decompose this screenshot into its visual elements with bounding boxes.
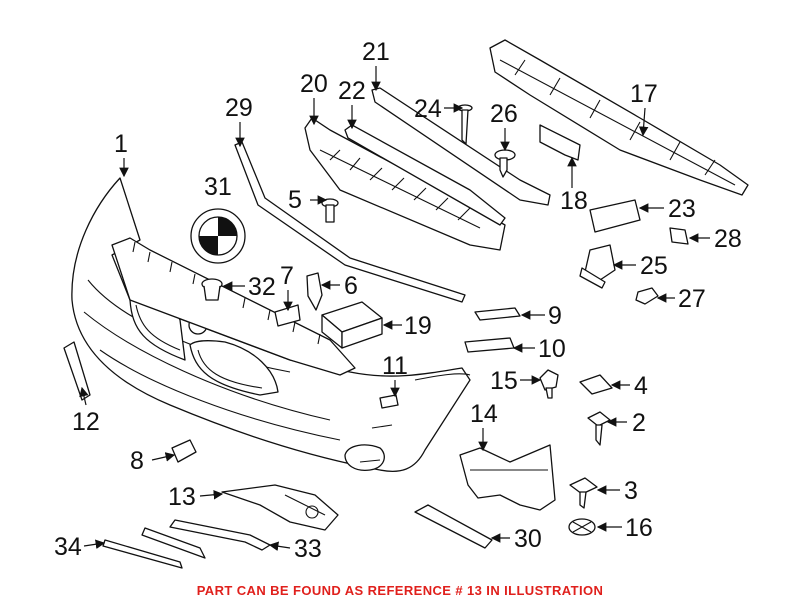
callout-24: 24 <box>414 95 442 123</box>
callout-34: 34 <box>54 533 82 561</box>
emblem-part <box>190 208 246 264</box>
screw-2 <box>587 411 611 446</box>
callout-27: 27 <box>678 285 706 313</box>
strip-33b <box>141 527 206 559</box>
fog-grille-13 <box>221 484 339 531</box>
callout-16: 16 <box>625 514 653 542</box>
bumper-reinforcement <box>489 39 749 196</box>
clip-32 <box>201 278 223 301</box>
callout-13: 13 <box>168 483 196 511</box>
callout-9: 9 <box>548 302 562 330</box>
nut-16 <box>568 518 596 536</box>
molding-29 <box>234 141 466 303</box>
callout-6: 6 <box>344 272 358 300</box>
reflector-12 <box>63 341 91 401</box>
callout-26: 26 <box>490 100 518 128</box>
bracket-18 <box>539 124 581 161</box>
strip-9 <box>474 307 521 321</box>
callout-3: 3 <box>624 477 638 505</box>
callout-19: 19 <box>404 312 432 340</box>
callout-28: 28 <box>714 225 742 253</box>
callout-4: 4 <box>634 372 648 400</box>
strip-33 <box>169 519 271 551</box>
callout-7: 7 <box>280 262 294 290</box>
screw-26 <box>494 149 516 178</box>
bolt-24 <box>457 104 473 145</box>
clip-27 <box>635 287 659 305</box>
trim-strip-22 <box>344 124 506 226</box>
callout-15: 15 <box>490 367 518 395</box>
leader-lines <box>79 66 710 551</box>
module-19 <box>321 301 383 349</box>
screw-3 <box>569 477 598 509</box>
bracket-23 <box>589 199 641 233</box>
callout-2: 2 <box>632 409 646 437</box>
trim-strip-21 <box>371 87 551 206</box>
callout-20: 20 <box>300 70 328 98</box>
callout-22: 22 <box>338 77 366 105</box>
nut-15 <box>539 369 559 399</box>
callout-1: 1 <box>114 130 128 158</box>
callout-11: 11 <box>382 352 408 380</box>
callout-10: 10 <box>538 335 566 363</box>
callout-5: 5 <box>288 186 302 214</box>
reference-caption: PART CAN BE FOUND AS REFERENCE # 13 IN I… <box>196 583 604 598</box>
arch-liner-14 <box>459 444 556 511</box>
clip-11 <box>379 394 399 409</box>
callout-18: 18 <box>560 187 588 215</box>
rivet-5 <box>321 198 339 223</box>
callout-14: 14 <box>470 400 498 428</box>
energy-absorber <box>304 117 506 251</box>
callout-25: 25 <box>640 252 668 280</box>
callout-29: 29 <box>225 94 253 122</box>
clip-28 <box>669 227 689 245</box>
callout-32: 32 <box>248 273 276 301</box>
clip-4 <box>579 374 613 395</box>
bracket-25 <box>579 244 616 289</box>
callout-30: 30 <box>514 525 542 553</box>
callout-31: 31 <box>204 173 232 201</box>
callout-33: 33 <box>294 535 322 563</box>
strip-10 <box>464 337 515 353</box>
callout-12: 12 <box>72 408 100 436</box>
callout-17: 17 <box>630 80 658 108</box>
bracket-8 <box>171 439 197 463</box>
callouts: 1 2 3 4 5 6 7 8 9 10 11 12 13 14 15 16 1… <box>54 38 742 563</box>
callout-21: 21 <box>362 38 390 66</box>
bracket-6 <box>306 272 323 311</box>
seal-30 <box>414 504 493 549</box>
callout-23: 23 <box>668 195 696 223</box>
callout-8: 8 <box>130 447 144 475</box>
